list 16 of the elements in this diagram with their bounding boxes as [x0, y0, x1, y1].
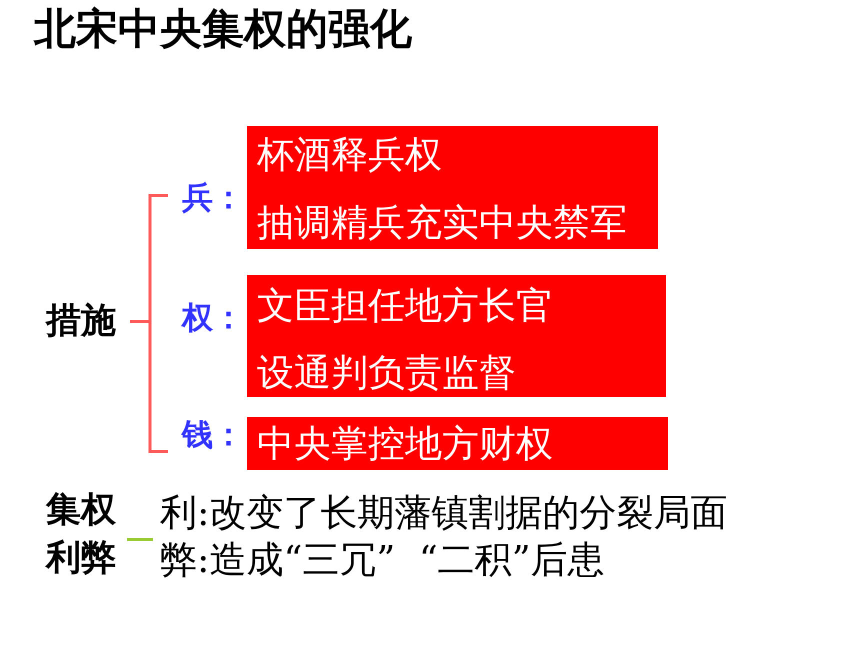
item-text: 抽调精兵充实中央禁军: [257, 204, 627, 241]
item-text: 文臣担任地方长官: [257, 287, 553, 324]
assessment-text: 弊:造成“三冗” “二积”后患: [160, 541, 605, 578]
category-label: 权：: [182, 303, 244, 334]
group-label: 措施: [46, 304, 116, 339]
highlight-box: [247, 417, 668, 470]
item-text: 中央掌控地方财权: [257, 425, 553, 462]
category-label: 兵：: [182, 183, 244, 214]
group-label: 集权利弊: [46, 489, 117, 580]
assessment-text: 利:改变了长期藩镇割据的分裂局面: [160, 494, 728, 531]
item-text: 设通判负责监督: [257, 354, 516, 391]
category-label: 钱：: [182, 420, 244, 451]
title: 北宋中央集权的强化: [34, 8, 412, 50]
highlight-box: [247, 275, 666, 397]
highlight-box: [247, 126, 658, 249]
item-text: 杯酒释兵权: [257, 136, 442, 173]
